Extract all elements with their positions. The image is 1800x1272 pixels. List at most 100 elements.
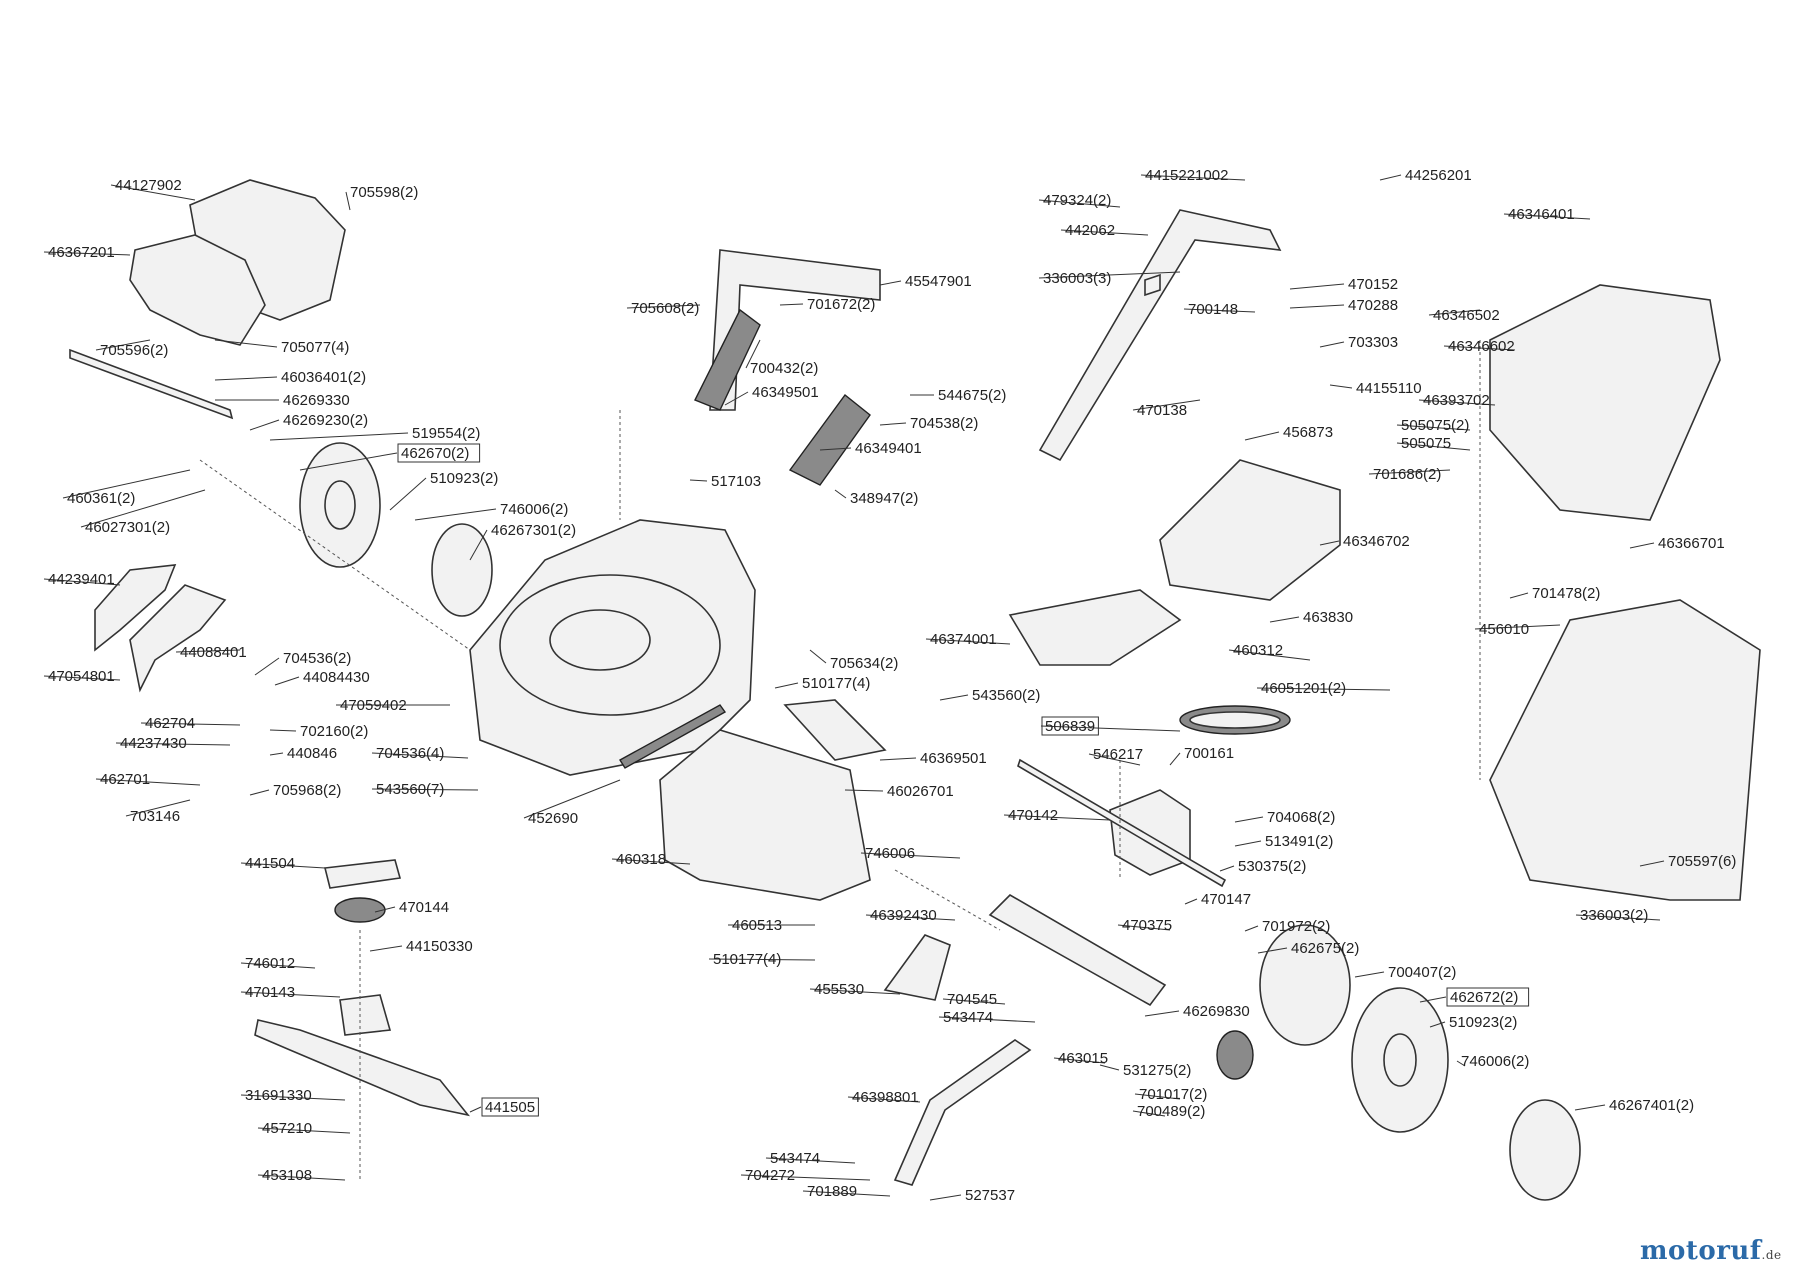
part-number-label: 460312	[1233, 642, 1283, 659]
brand-name: motoruf	[1640, 1236, 1762, 1266]
side-guard-part	[94, 564, 177, 652]
part-number-label: 463830	[1303, 609, 1353, 626]
label-leader-line	[1396, 442, 1471, 451]
part-number-label: 44084430	[303, 669, 370, 686]
label-leader-line	[779, 303, 804, 306]
label-box	[481, 1097, 539, 1117]
rear-axle-frame-part	[988, 893, 1167, 1007]
label-leader-line	[1429, 1021, 1446, 1028]
part-number-label: 44088401	[180, 644, 247, 661]
part-number-label: 704536(2)	[283, 650, 351, 667]
part-number-label: 703303	[1348, 334, 1398, 351]
label-leader-line	[240, 991, 341, 998]
label-leader-line	[1234, 816, 1264, 823]
part-number-label: 519554(2)	[412, 425, 480, 442]
label-leader-line	[1134, 1093, 1181, 1100]
label-leader-line	[269, 432, 409, 441]
part-number-label: 44256201	[1405, 167, 1472, 184]
blade-adapter-part	[334, 897, 386, 923]
label-leader-line	[257, 1174, 346, 1181]
mower-blade-part	[254, 1019, 471, 1117]
part-number-label: 513491(2)	[1265, 833, 1333, 850]
label-leader-line	[299, 452, 398, 471]
part-number-label: 470142	[1008, 807, 1058, 824]
part-number-label: 462675(2)	[1291, 940, 1359, 957]
part-number-label: 470138	[1137, 402, 1187, 419]
rear-hubcap-right-part	[1509, 1099, 1581, 1201]
label-leader-line	[1474, 624, 1561, 630]
rear-bracket-part	[783, 699, 887, 761]
part-number-label: 463015	[1058, 1050, 1108, 1067]
label-box	[1446, 987, 1530, 1007]
label-leader-line	[95, 339, 151, 351]
label-leader-line	[689, 479, 708, 482]
label-leader-line	[1140, 174, 1246, 181]
part-number-label: 705598(2)	[350, 184, 418, 201]
label-leader-line	[1183, 308, 1256, 313]
label-leader-line	[1228, 649, 1311, 661]
label-leader-line	[1503, 213, 1591, 220]
label-leader-line	[724, 391, 749, 406]
label-leader-line	[626, 304, 701, 309]
label-leader-line	[1354, 971, 1385, 978]
label-leader-line	[938, 1016, 1036, 1023]
rear-wheel-hub-part	[1383, 1033, 1417, 1087]
part-number-label: 462670(2)	[401, 445, 469, 462]
part-number-label: 46346702	[1343, 533, 1410, 550]
label-leader-line	[939, 694, 969, 701]
part-number-label: 336003(3)	[1043, 270, 1111, 287]
part-number-label: 701686(2)	[1373, 466, 1441, 483]
part-number-label: 470144	[399, 899, 449, 916]
drive-pinion-part	[1216, 1030, 1254, 1080]
part-number-label: 46369501	[920, 750, 987, 767]
part-number-label: 456010	[1479, 621, 1529, 638]
label-leader-line	[1575, 914, 1661, 921]
part-number-label: 527537	[965, 1187, 1015, 1204]
part-number-label: 702160(2)	[300, 723, 368, 740]
label-leader-line	[1456, 1060, 1466, 1067]
part-number-label: 510177(4)	[802, 675, 870, 692]
label-leader-line	[819, 447, 852, 451]
label-leader-line	[369, 945, 403, 952]
part-number-label: 704536(4)	[376, 745, 444, 762]
part-number-label: 470375	[1122, 917, 1172, 934]
part-number-label: 543474	[770, 1150, 820, 1167]
part-number-label: 543474	[943, 1009, 993, 1026]
part-number-label: 462704	[145, 715, 195, 732]
label-leader-line	[80, 489, 206, 528]
part-number-label: 455530	[814, 981, 864, 998]
label-leader-line	[1244, 431, 1280, 441]
label-leader-line	[371, 788, 479, 791]
drive-shaft-part	[1017, 758, 1227, 888]
part-number-label: 705596(2)	[100, 342, 168, 359]
part-number-label: 479324(2)	[1043, 192, 1111, 209]
fan-impeller-part	[324, 859, 402, 889]
part-number-label: 505075	[1401, 435, 1451, 452]
label-leader-line	[929, 1194, 962, 1201]
label-leader-line	[1038, 271, 1181, 279]
label-leader-line	[809, 988, 901, 995]
part-number-label: 456873	[1283, 424, 1333, 441]
label-leader-line	[1289, 283, 1345, 290]
brand-logo: motoruf.de	[1640, 1236, 1782, 1266]
part-number-label: 336003(2)	[1580, 907, 1648, 924]
part-number-label: 746006(2)	[500, 501, 568, 518]
label-leader-line	[740, 1174, 871, 1181]
part-number-label: 517103	[711, 473, 761, 490]
handle-bar-left-part	[1144, 273, 1161, 297]
part-number-label: 44150330	[406, 938, 473, 955]
label-leader-line	[745, 339, 761, 369]
part-number-label: 470152	[1348, 276, 1398, 293]
grass-box-lid-part	[1159, 459, 1341, 601]
part-number-label: 46366701	[1658, 535, 1725, 552]
label-leader-line	[43, 251, 131, 256]
label-leader-line	[1639, 860, 1665, 867]
label-leader-line	[249, 789, 270, 796]
part-number-label: 46392430	[870, 907, 937, 924]
part-number-label: 453108	[262, 1167, 312, 1184]
part-number-label: 701017(2)	[1139, 1086, 1207, 1103]
part-number-label: 46269330	[283, 392, 350, 409]
label-leader-line	[1117, 924, 1171, 931]
label-leader-line	[257, 1127, 351, 1134]
